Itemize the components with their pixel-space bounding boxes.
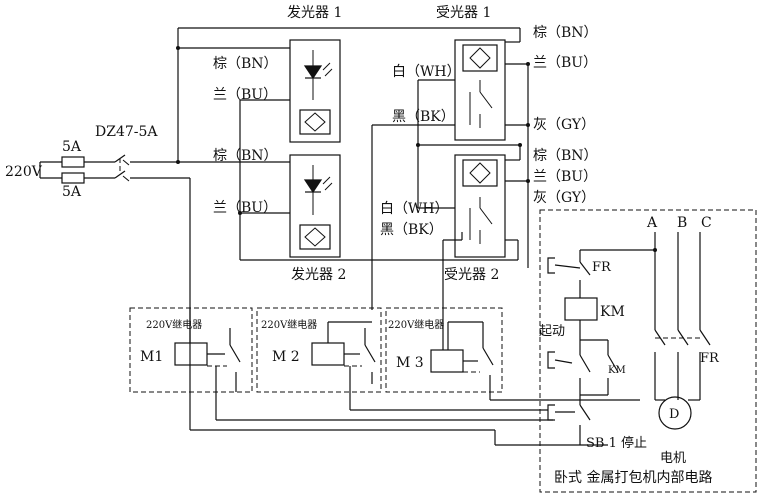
relay-m2: [256, 307, 382, 410]
relay2-box-label: 220V继电器: [261, 318, 317, 331]
receiver2-blue-label: 兰（BU）: [533, 169, 597, 185]
km-contact-label: KM: [608, 365, 626, 376]
emitter1-blue-label: 兰（BU）: [213, 87, 277, 103]
receiver2-gray-label: 灰（GY）: [533, 190, 595, 206]
relay-interconnect: [190, 384, 640, 446]
emitter2-label: 发光器 2: [291, 267, 346, 283]
m2-label: M 2: [272, 349, 300, 365]
km-coil-label: KM: [600, 304, 625, 320]
m3-label: M 3: [396, 355, 424, 371]
panel-title: 卧式 金属打包机内部电路: [554, 469, 712, 486]
receiver1-blue-label: 兰（BU）: [533, 55, 597, 71]
emitter1-brown-label: 棕（BN）: [213, 56, 278, 72]
fuse2-label: 5A: [62, 184, 82, 200]
fr-contact-label: FR: [592, 260, 612, 275]
receiver1-label: 受光器 1: [436, 5, 491, 21]
receiver1-white-label: 白（WH）: [392, 64, 461, 80]
receiver2-black-label: 黑（BK）: [380, 222, 443, 238]
start-label: 起动: [539, 324, 565, 339]
receiver2-label: 受光器 2: [444, 267, 499, 283]
receiver2-brown-label: 棕（BN）: [533, 148, 598, 164]
motor-label: 电机: [660, 451, 686, 466]
fr-overload-label: FR: [700, 351, 720, 366]
fuse2-icon: [61, 172, 85, 184]
breaker-label: DZ47-5A: [95, 124, 158, 140]
phase-a-label: A: [646, 215, 658, 231]
bus-wiring: [176, 27, 530, 430]
phase-b-label: B: [677, 215, 687, 231]
packer-panel: [539, 209, 757, 493]
receiver1-brown-label: 棕（BN）: [533, 25, 598, 41]
emitter2-blue-label: 兰（BU）: [213, 200, 277, 216]
receiver2-box: [454, 154, 506, 258]
km-coil: [564, 297, 598, 321]
control-circuit: [547, 232, 711, 445]
phase-c-label: C: [701, 215, 712, 231]
receiver2-white-label: 白（WH）: [380, 201, 449, 217]
motor-letter: D: [669, 407, 679, 422]
relay-m1: [129, 307, 253, 420]
stop-label: SB 1 停止: [586, 435, 647, 451]
relay1-box-label: 220V继电器: [146, 318, 202, 331]
fuse1-label: 5A: [62, 139, 82, 155]
emitter2-brown-label: 棕（BN）: [213, 148, 278, 164]
emitter1-box: [289, 39, 341, 143]
relay-m3: [385, 307, 503, 400]
emitter2-box: [289, 154, 341, 258]
relay3-box-label: 220V继电器: [388, 318, 444, 331]
fuse1-icon: [61, 156, 85, 168]
receiver1-gray-label: 灰（GY）: [533, 117, 595, 133]
receiver1-box: [454, 39, 506, 141]
voltage-label: 220V: [5, 164, 43, 180]
m1-label: M1: [140, 349, 163, 365]
power-input: [39, 154, 190, 184]
emitter1-label: 发光器 1: [287, 5, 342, 21]
receiver1-black-label: 黑（BK）: [392, 109, 455, 125]
motor-icon: [658, 396, 692, 430]
